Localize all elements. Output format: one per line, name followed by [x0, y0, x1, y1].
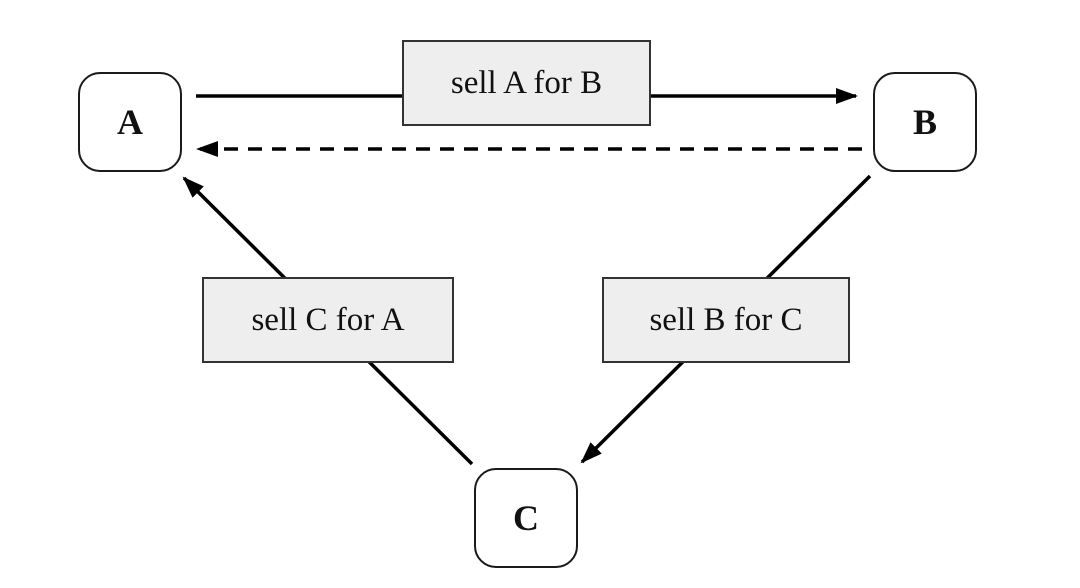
- edge-label-b-to-c: sell B for C: [602, 277, 850, 363]
- edge-label-a-to-b: sell A for B: [402, 40, 651, 126]
- edge-label-c-to-a: sell C for A: [202, 277, 454, 363]
- node-c: C: [474, 468, 578, 568]
- node-a: A: [78, 72, 182, 172]
- node-b: B: [873, 72, 977, 172]
